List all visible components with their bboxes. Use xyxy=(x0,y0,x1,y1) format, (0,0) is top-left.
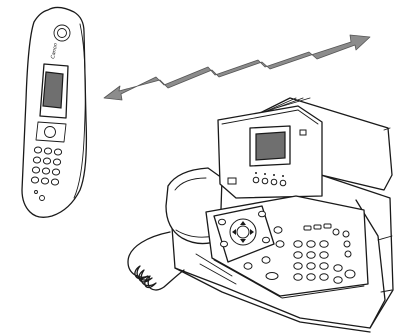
cordless-handset-icon: Canon xyxy=(22,7,86,217)
fax-machine-icon xyxy=(128,98,393,332)
wireless-signal-icon xyxy=(104,35,370,100)
